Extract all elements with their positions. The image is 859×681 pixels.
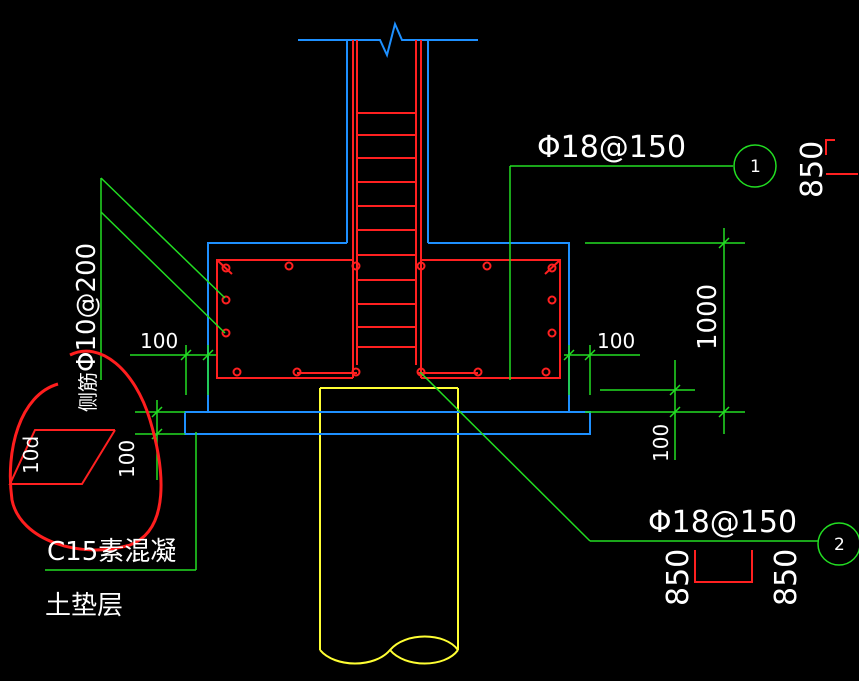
dim-height-label: 1000 — [693, 284, 723, 350]
annotation-circle — [8, 349, 163, 552]
side-rebar-name-label: 侧筋 — [76, 372, 100, 412]
bar-bottom-right-length-label: 850 — [769, 549, 804, 606]
bar-top-length-label: 850 — [795, 141, 830, 198]
side-rebar-spec-label: Φ10@200 — [72, 243, 102, 372]
cushion-label-line1: C15素混凝 — [47, 537, 176, 567]
cushion-label-line2: 土垫层 — [45, 591, 123, 621]
bar-bottom-left-length-label: 850 — [661, 549, 696, 606]
bubble-2-label: 2 — [834, 535, 845, 555]
top-rebar-label: Φ18@150 — [537, 130, 686, 165]
dim-cushion-right-label: 100 — [649, 424, 673, 462]
bubble-1-label: 1 — [750, 157, 761, 177]
hook-dim-label: 10d — [19, 436, 43, 474]
dim-cushion-left-label: 100 — [115, 440, 139, 478]
bottom-rebar-label: Φ18@150 — [648, 505, 797, 540]
pile — [319, 387, 459, 665]
leaders-and-dimensions — [45, 144, 859, 571]
reinforcement — [8, 40, 858, 583]
concrete-outline — [184, 20, 591, 435]
dim-side-right-label: 100 — [597, 329, 635, 353]
dim-side-left-label: 100 — [140, 329, 178, 353]
